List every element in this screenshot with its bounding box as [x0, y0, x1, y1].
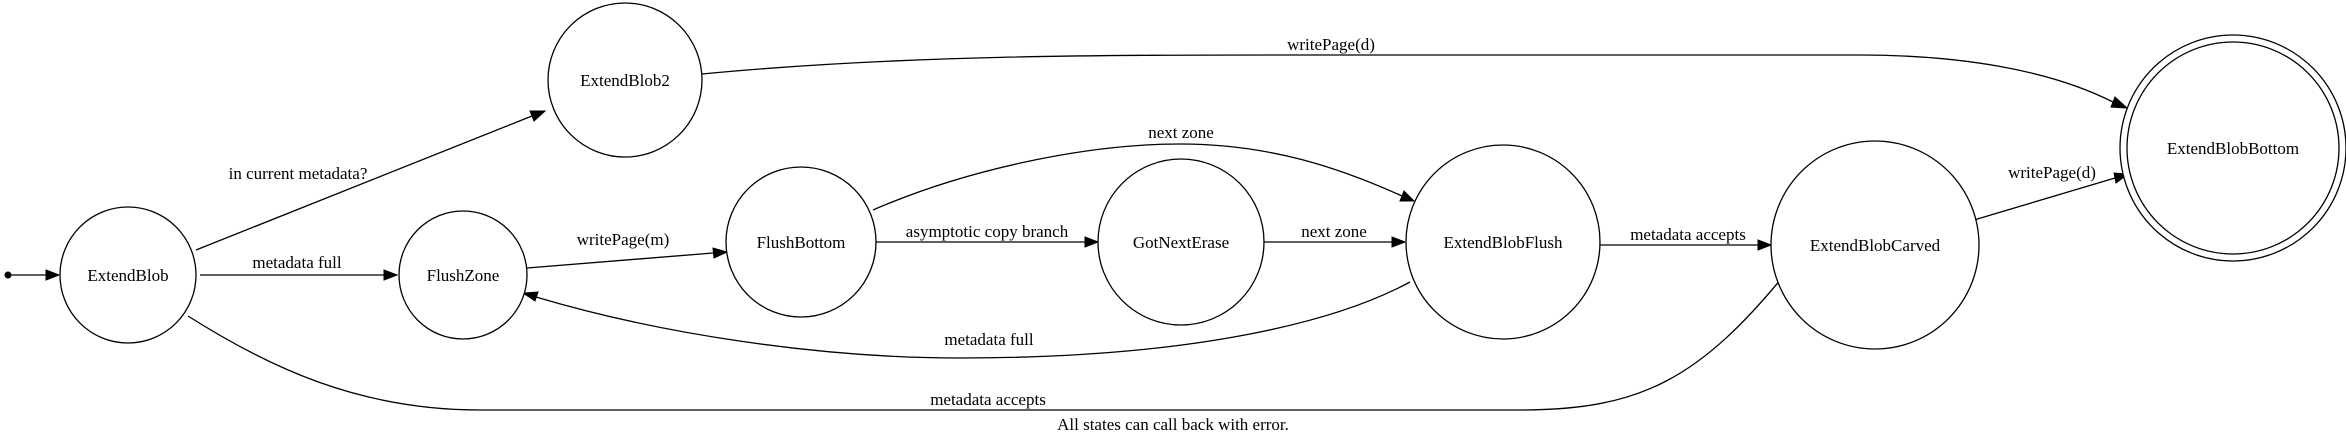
edge-label-metadata-accepts-1: metadata accepts [930, 390, 1046, 409]
state-label-got-next-erase: GotNextErase [1133, 233, 1229, 252]
state-extend-blob: ExtendBlob [59, 206, 197, 344]
state-label-flush-bottom: FlushBottom [757, 233, 846, 252]
start-marker [4, 269, 61, 281]
diagram-caption: All states can call back with error. [1057, 415, 1289, 434]
edge-label-next-zone-1: next zone [1148, 123, 1214, 142]
state-flush-zone: FlushZone [398, 210, 528, 340]
state-label-flush-zone: FlushZone [427, 266, 500, 285]
state-label-extend-blob2: ExtendBlob2 [580, 71, 670, 90]
state-label-extend-blob-flush: ExtendBlobFlush [1443, 233, 1563, 252]
edge-label-asymptotic-copy-branch: asymptotic copy branch [906, 222, 1069, 241]
state-label-extend-blob: ExtendBlob [87, 266, 168, 285]
edge-label-metadata-full-2: metadata full [944, 330, 1033, 349]
state-extend-blob-carved: ExtendBlobCarved [1770, 140, 1980, 350]
edge-flush-to-carved [1600, 239, 1773, 251]
edge-label-writepage-d-2: writePage(d) [2008, 163, 2096, 182]
edge-flushzone-to-flushbottom [526, 247, 729, 269]
edge-label-next-zone-2: next zone [1301, 222, 1367, 241]
edge-label-metadata-accepts-2: metadata accepts [1630, 225, 1746, 244]
state-extend-blob2: ExtendBlob2 [547, 2, 703, 158]
edge-extendblob2-to-bottom [701, 54, 2129, 109]
edge-label-in-current-metadata: in current metadata? [229, 164, 368, 183]
edge-flushbottom-to-flush [872, 143, 1416, 211]
edge-label-writepage-m: writePage(m) [577, 230, 670, 249]
edge-extendblob-to-flushzone [200, 269, 399, 281]
edge-label-writepage-d-1: writePage(d) [1287, 35, 1375, 54]
state-flush-bottom: FlushBottom [725, 166, 877, 318]
state-extend-blob-bottom: ExtendBlobBottom [2119, 34, 2346, 262]
edge-label-metadata-full-1: metadata full [252, 253, 341, 272]
state-extend-blob-flush: ExtendBlobFlush [1405, 144, 1601, 340]
state-got-next-erase: GotNextErase [1097, 158, 1265, 326]
edge-flushbottom-to-gotnexterase [874, 236, 1100, 248]
edge-gotnexterase-to-flush [1264, 236, 1407, 248]
edge-flush-to-flushzone [521, 281, 1411, 359]
state-label-extend-blob-bottom: ExtendBlobBottom [2167, 139, 2299, 158]
state-label-extend-blob-carved: ExtendBlobCarved [1810, 236, 1941, 255]
edge-extendblob-to-extendblob2 [195, 110, 547, 251]
